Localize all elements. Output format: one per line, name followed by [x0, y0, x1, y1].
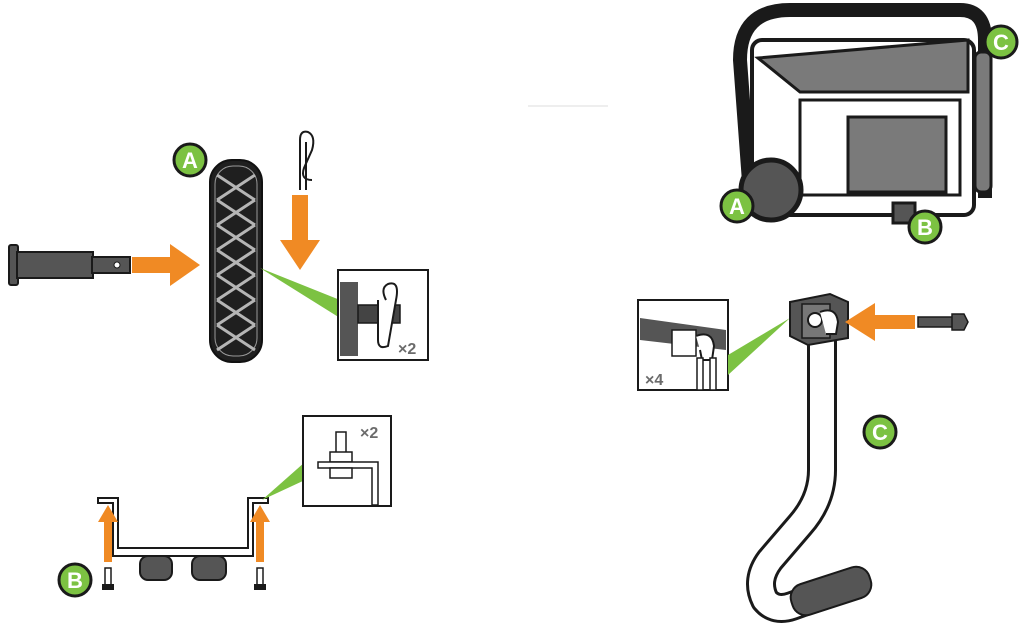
foot-badge: B — [57, 562, 93, 598]
handle-bolt-qty-label: ×4 — [645, 372, 663, 389]
foot-bolt-qty-label: ×2 — [360, 425, 378, 442]
orange-arrow-icon — [132, 244, 200, 286]
wheel-badge-label: A — [182, 148, 198, 173]
orange-arrow-icon — [280, 195, 320, 270]
wheel-pin-qty-label: ×2 — [398, 341, 416, 358]
orange-arrow-icon — [250, 505, 270, 562]
generator-badge-b-label: B — [917, 215, 933, 240]
hairpin-clip-icon — [299, 130, 315, 190]
generator-badge-c-label: C — [993, 30, 1009, 55]
handle-badge: C — [862, 414, 898, 450]
bolt-icon — [917, 313, 969, 331]
handle-assembly-step: ×4 C — [637, 292, 969, 623]
handle-grip-icon — [789, 565, 873, 617]
orange-arrow-icon — [845, 303, 915, 341]
pin-detail-box: ×2 — [337, 269, 429, 361]
generator-badge-a-label: A — [729, 194, 745, 219]
handle-bracket-icon — [789, 292, 849, 347]
foot-bracket-icon — [97, 497, 269, 557]
generator-badge-b: B — [907, 209, 943, 245]
callout-wedge — [260, 268, 340, 318]
bolt-icon — [102, 567, 114, 590]
callout-wedge — [728, 318, 790, 375]
handle-badge-label: C — [872, 420, 888, 445]
rubber-foot-icon — [139, 555, 173, 581]
orange-arrow-icon — [98, 505, 118, 562]
wheel-badge: A — [172, 142, 208, 178]
generator-badge-c: C — [983, 24, 1019, 60]
bolt-icon — [254, 567, 266, 590]
generator-overview: A B C — [719, 3, 1019, 245]
foot-badge-label: B — [67, 568, 83, 593]
bolt-detail-box: ×2 — [302, 415, 392, 507]
wheel-icon — [209, 159, 263, 363]
handle-detail-box: ×4 — [637, 299, 729, 391]
generator-badge-a: A — [719, 188, 755, 224]
wheel-assembly-step: ×2 A — [8, 130, 429, 363]
callout-wedge — [262, 462, 305, 500]
rubber-foot-icon — [191, 555, 227, 581]
foot-assembly-step: ×2 B — [57, 415, 392, 598]
axle-icon — [8, 244, 131, 286]
